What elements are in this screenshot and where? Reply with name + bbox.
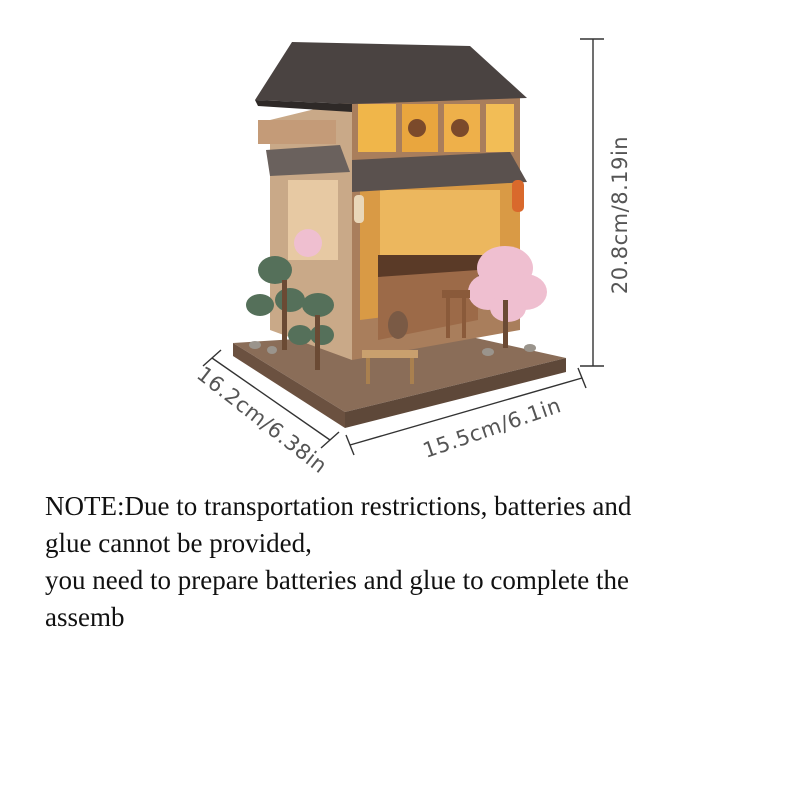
assembly-note: NOTE:Due to transportation restrictions,… (45, 488, 775, 636)
pine-tree (246, 256, 334, 345)
note-line-1: NOTE:Due to transportation restrictions,… (45, 491, 632, 521)
width-dimension-line (349, 377, 583, 446)
note-line-3: you need to prepare batteries and glue t… (45, 565, 630, 595)
note-line-4: assemb (45, 602, 125, 632)
cat-figure (388, 311, 408, 339)
awning-roof (352, 152, 527, 192)
main-roof (255, 42, 527, 104)
note-line-2: glue cannot be provided, (45, 528, 312, 558)
depth-dimension-line (211, 357, 331, 441)
height-dimension-label: 20.8cm/8.19in (608, 135, 632, 295)
